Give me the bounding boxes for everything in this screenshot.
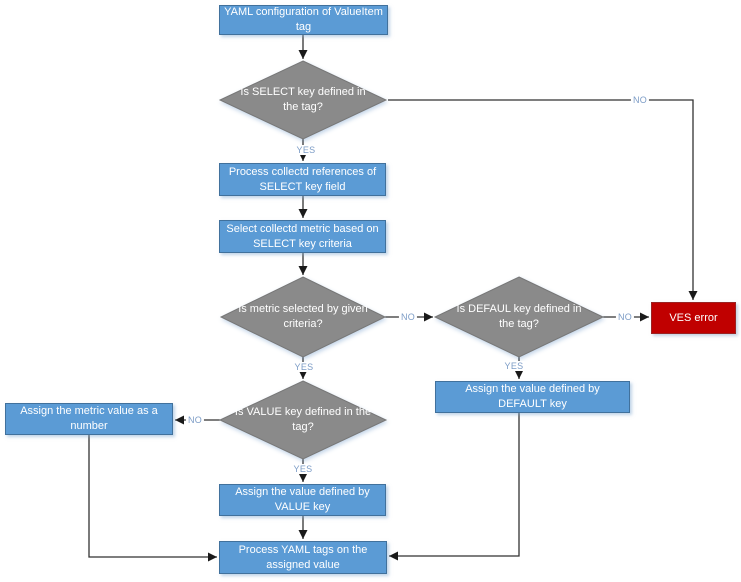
decision-default-key-shape [433, 276, 605, 358]
node-assign-metric-value-label: Assign the metric value as a number [20, 405, 158, 432]
edge-select-no [388, 99, 698, 300]
decision-value-key-shape [218, 380, 388, 460]
node-ves-error-label: VES error [669, 311, 718, 324]
node-select-metric-label: Select collectd metric based on SELECT k… [226, 222, 379, 250]
edge-assigndefault-to-process [389, 413, 520, 561]
node-process-references-label: Process collectd references of SELECT ke… [228, 165, 377, 193]
node-assign-value-label: Assign the value defined by VALUE key [235, 486, 370, 513]
connector-lines [88, 35, 698, 562]
node-assign-metric-value: Assign the metric value as a number [5, 403, 173, 435]
edge-label-no-criteria: NO [398, 312, 418, 322]
edge-label-yes-criteria: YES [292, 362, 316, 372]
decision-metric-selected-shape [219, 276, 387, 358]
node-yaml-config-label: YAML configuration of ValueItem tag [224, 6, 383, 33]
node-assign-value: Assign the value defined by VALUE key [219, 484, 386, 516]
node-process-references: Process collectd references of SELECT ke… [219, 163, 386, 196]
decision-select-key-shape [218, 60, 388, 140]
node-assign-default-label: Assign the value defined by DEFAULT key [465, 383, 600, 410]
node-select-metric: Select collectd metric based on SELECT k… [219, 220, 386, 253]
edge-label-no-select: NO [630, 95, 650, 105]
edge-label-yes-default: YES [502, 361, 526, 371]
edge-label-yes-value: YES [291, 464, 315, 474]
edge-assignmetric-to-process [88, 435, 217, 562]
node-yaml-config: YAML configuration of ValueItem tag [219, 5, 388, 35]
node-process-yaml-tags: Process YAML tags on the assigned value [219, 541, 387, 574]
node-process-yaml-tags-label: Process YAML tags on the assigned value [238, 543, 368, 571]
node-ves-error: VES error [651, 302, 736, 334]
edge-label-no-default: NO [615, 312, 635, 322]
node-assign-default: Assign the value defined by DEFAULT key [435, 381, 630, 413]
edge-label-yes-select: YES [294, 145, 318, 155]
edge-label-no-value: NO [185, 415, 205, 425]
